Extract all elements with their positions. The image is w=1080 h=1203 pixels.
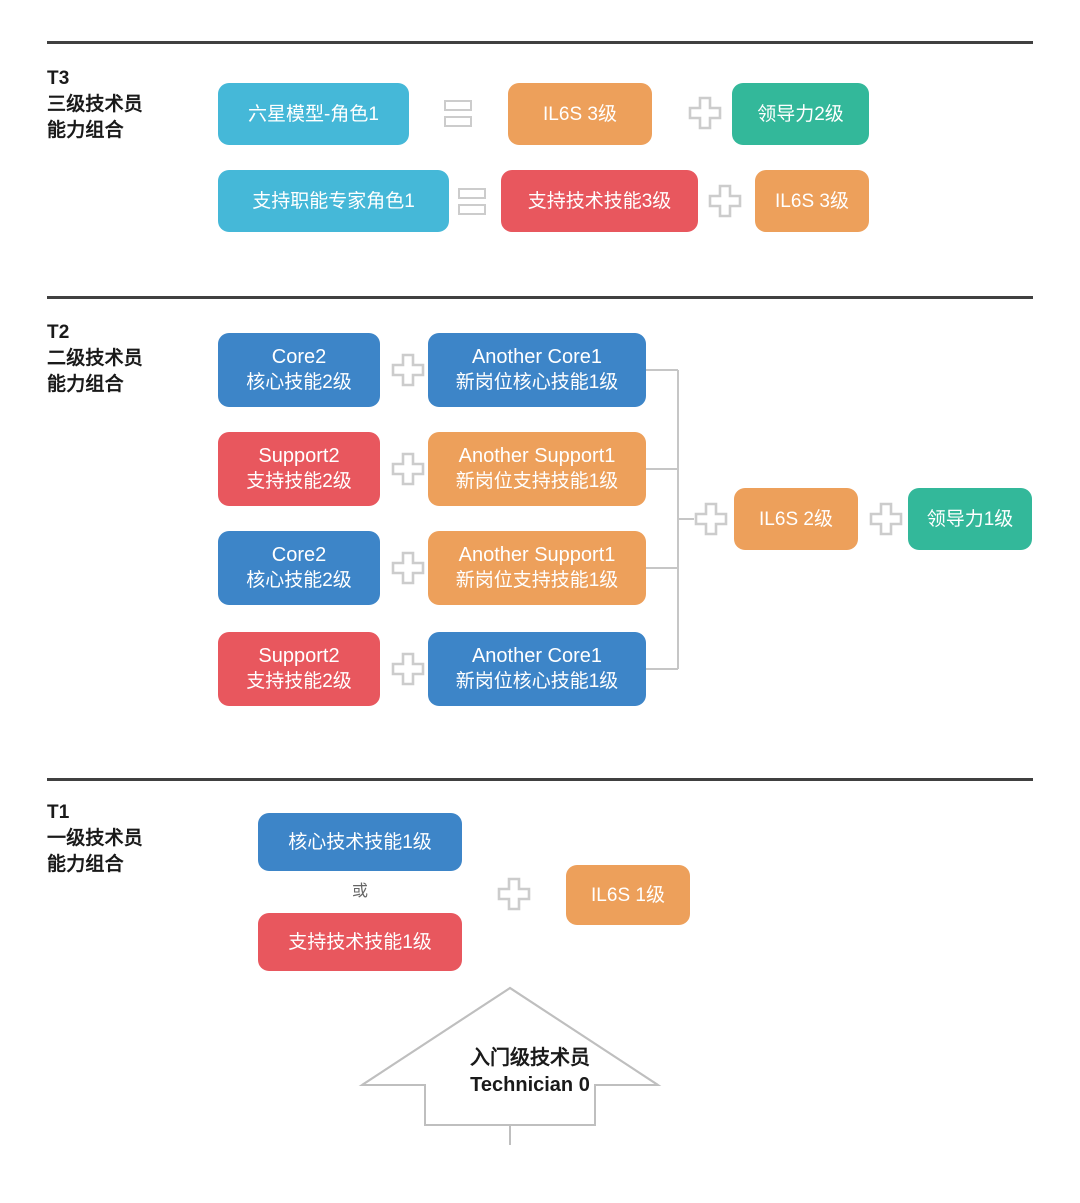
box-t2-r1-left[interactable]: Core2 核心技能2级 — [218, 333, 380, 407]
plus-icon — [497, 877, 531, 911]
box-label-en: Another Support1 — [458, 544, 616, 566]
box-label-zh: 新岗位支持技能1级 — [455, 570, 619, 591]
box-label-en: Another Core1 — [471, 346, 603, 368]
tier-title-line1-t1: 一级技术员 — [47, 828, 144, 849]
plus-icon — [869, 502, 903, 536]
box-label-zh: 新岗位支持技能1级 — [455, 471, 619, 492]
tier-code-t3: T3 — [47, 68, 70, 89]
box-t3-r2-support[interactable]: 支持技术技能3级 — [501, 170, 698, 232]
box-label-zh: 支持技能2级 — [246, 471, 352, 492]
tier-label-t1: T1 一级技术员 能力组合 — [47, 800, 212, 878]
plus-icon — [708, 184, 742, 218]
tier-title-line1-t3: 三级技术员 — [47, 94, 144, 115]
box-label: 领导力2级 — [757, 103, 844, 125]
plus-icon — [391, 353, 425, 387]
box-label: IL6S 2级 — [759, 508, 833, 530]
plus-icon — [688, 96, 722, 130]
box-label-en: Support2 — [258, 445, 340, 467]
tier-label-t2: T2 二级技术员 能力组合 — [47, 320, 212, 398]
tier-title-line2-t2: 能力组合 — [47, 374, 124, 395]
equals-icon — [456, 186, 488, 216]
box-t3-r2-il6s[interactable]: IL6S 3级 — [755, 170, 869, 232]
box-t2-r3-right[interactable]: Another Support1 新岗位支持技能1级 — [428, 531, 646, 605]
section-divider-t2-t1 — [47, 778, 1033, 781]
box-t1-support[interactable]: 支持技术技能1级 — [258, 913, 462, 971]
box-t3-r1-leadership[interactable]: 领导力2级 — [732, 83, 869, 145]
box-label-en: Another Support1 — [458, 445, 616, 467]
equals-icon — [442, 98, 474, 128]
section-divider-top — [47, 41, 1033, 44]
box-label: IL6S 1级 — [591, 884, 665, 906]
plus-icon — [391, 452, 425, 486]
box-label-zh: 支持技能2级 — [246, 671, 352, 692]
box-label: 支持技术技能1级 — [288, 931, 432, 953]
plus-icon — [391, 652, 425, 686]
box-label-en: Support2 — [258, 645, 340, 667]
box-t3-r2-role[interactable]: 支持职能专家角色1 — [218, 170, 449, 232]
plus-icon — [391, 551, 425, 585]
box-label: 核心技术技能1级 — [288, 831, 432, 853]
box-label: 支持职能专家角色1 — [252, 190, 415, 212]
box-label: 支持技术技能3级 — [527, 190, 672, 212]
entry-arrow-line2: Technician 0 — [470, 1074, 590, 1096]
tier-title-line1-t2: 二级技术员 — [47, 348, 144, 369]
box-t1-il6s[interactable]: IL6S 1级 — [566, 865, 690, 925]
section-divider-t3-t2 — [47, 296, 1033, 299]
tier-title-line2-t1: 能力组合 — [47, 854, 124, 875]
box-t3-r1-role[interactable]: 六星模型-角色1 — [218, 83, 409, 145]
box-t2-r2-left[interactable]: Support2 支持技能2级 — [218, 432, 380, 506]
box-label-zh: 新岗位核心技能1级 — [455, 372, 619, 393]
box-label: IL6S 3级 — [543, 103, 617, 125]
box-label-zh: 核心技能2级 — [246, 570, 352, 591]
box-label-en: Core2 — [271, 346, 327, 368]
box-label: 领导力1级 — [926, 508, 1014, 530]
tier-code-t2: T2 — [47, 322, 70, 343]
box-t2-r4-right[interactable]: Another Core1 新岗位核心技能1级 — [428, 632, 646, 706]
box-label: 六星模型-角色1 — [248, 103, 379, 125]
box-t1-core[interactable]: 核心技术技能1级 — [258, 813, 462, 871]
tier-code-t1: T1 — [47, 802, 70, 823]
entry-arrow-line1: 入门级技术员 — [470, 1047, 590, 1069]
box-t2-r4-left[interactable]: Support2 支持技能2级 — [218, 632, 380, 706]
box-label: IL6S 3级 — [775, 190, 849, 212]
box-label-zh: 新岗位核心技能1级 — [455, 671, 619, 692]
box-t2-r1-right[interactable]: Another Core1 新岗位核心技能1级 — [428, 333, 646, 407]
tier-label-t3: T3 三级技术员 能力组合 — [47, 66, 212, 144]
box-t2-tail-leadership[interactable]: 领导力1级 — [908, 488, 1032, 550]
or-separator-label: 或 — [351, 883, 368, 900]
tier-title-line2-t3: 能力组合 — [47, 120, 124, 141]
box-label-en: Core2 — [271, 544, 327, 566]
box-t2-tail-il6s[interactable]: IL6S 2级 — [734, 488, 858, 550]
box-t3-r1-il6s[interactable]: IL6S 3级 — [508, 83, 652, 145]
plus-icon — [694, 502, 728, 536]
box-label-en: Another Core1 — [471, 645, 603, 667]
box-t2-r3-left[interactable]: Core2 核心技能2级 — [218, 531, 380, 605]
box-t2-r2-right[interactable]: Another Support1 新岗位支持技能1级 — [428, 432, 646, 506]
box-label-zh: 核心技能2级 — [246, 372, 352, 393]
entry-level-arrow: 入门级技术员 Technician 0 — [340, 980, 720, 1150]
